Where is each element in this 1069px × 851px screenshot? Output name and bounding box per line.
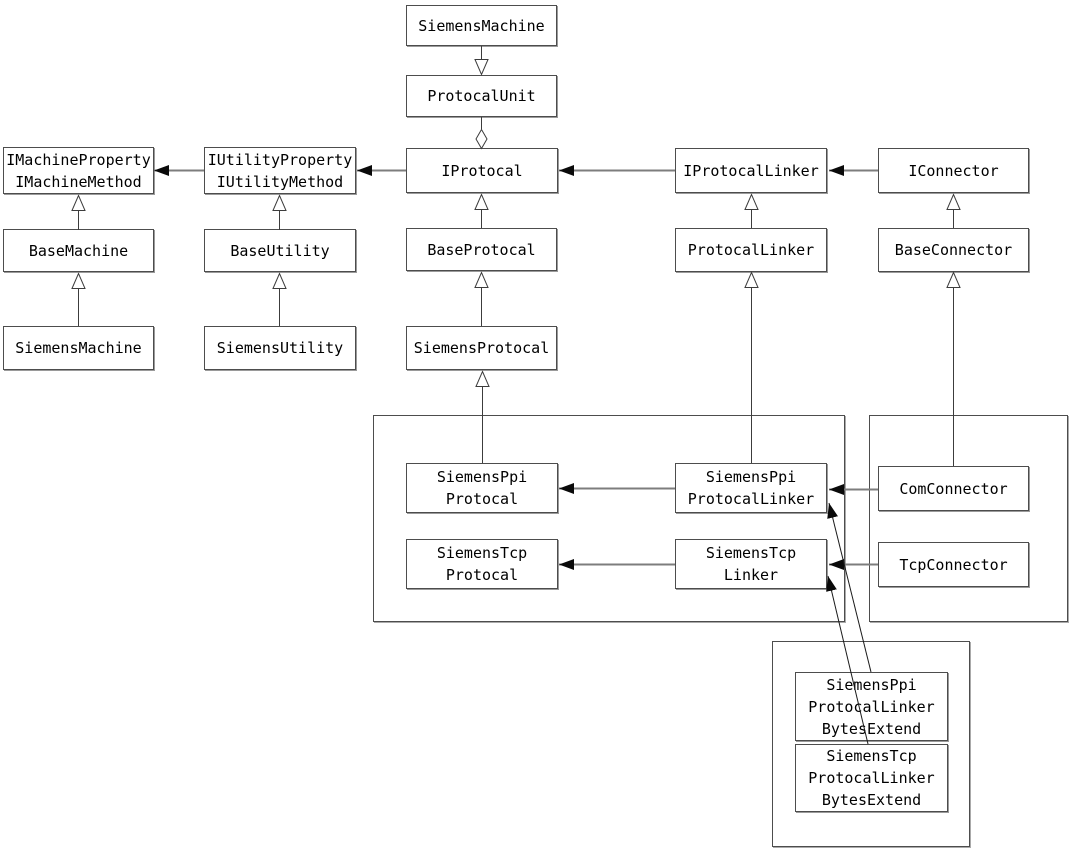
class-box-siemens-tcp-protocal-linker-bytes-extend[interactable]: SiemensTcp ProtocalLinker BytesExtend (795, 744, 948, 812)
class-box-tcp-connector[interactable]: TcpConnector (878, 542, 1029, 587)
class-box-iprotocal-linker[interactable]: IProtocalLinker (675, 148, 827, 193)
class-box-iutility-property-method[interactable]: IUtilityProperty IUtilityMethod (204, 147, 356, 194)
class-box-siemens-utility[interactable]: SiemensUtility (204, 326, 356, 370)
class-box-siemens-ppi-protocal-linker[interactable]: SiemensPpi ProtocalLinker (675, 463, 827, 513)
class-box-siemens-machine[interactable]: SiemensMachine (3, 326, 154, 370)
group-frame-connectors (869, 415, 1068, 622)
group-frame-siemens-protocal-linkers (373, 415, 845, 622)
class-box-base-utility[interactable]: BaseUtility (204, 229, 356, 272)
class-box-siemens-machine-top[interactable]: SiemensMachine (406, 5, 557, 46)
class-box-imachine-property-method[interactable]: IMachineProperty IMachineMethod (3, 147, 154, 194)
class-box-base-machine[interactable]: BaseMachine (3, 229, 154, 272)
class-box-base-protocal[interactable]: BaseProtocal (406, 228, 557, 271)
class-box-protocal-unit[interactable]: ProtocalUnit (406, 75, 557, 117)
class-box-iprotocal[interactable]: IProtocal (406, 148, 558, 193)
class-box-base-connector[interactable]: BaseConnector (878, 228, 1029, 272)
class-box-protocal-linker[interactable]: ProtocalLinker (675, 228, 827, 272)
class-box-siemens-ppi-protocal-linker-bytes-extend[interactable]: SiemensPpi ProtocalLinker BytesExtend (795, 672, 948, 741)
class-box-siemens-protocal[interactable]: SiemensProtocal (406, 326, 557, 370)
class-box-siemens-ppi-protocal[interactable]: SiemensPpi Protocal (406, 463, 558, 513)
class-box-iconnector[interactable]: IConnector (878, 148, 1029, 193)
class-box-siemens-tcp-linker[interactable]: SiemensTcp Linker (675, 539, 827, 589)
class-box-com-connector[interactable]: ComConnector (878, 466, 1029, 511)
class-box-siemens-tcp-protocal[interactable]: SiemensTcp Protocal (406, 539, 558, 589)
